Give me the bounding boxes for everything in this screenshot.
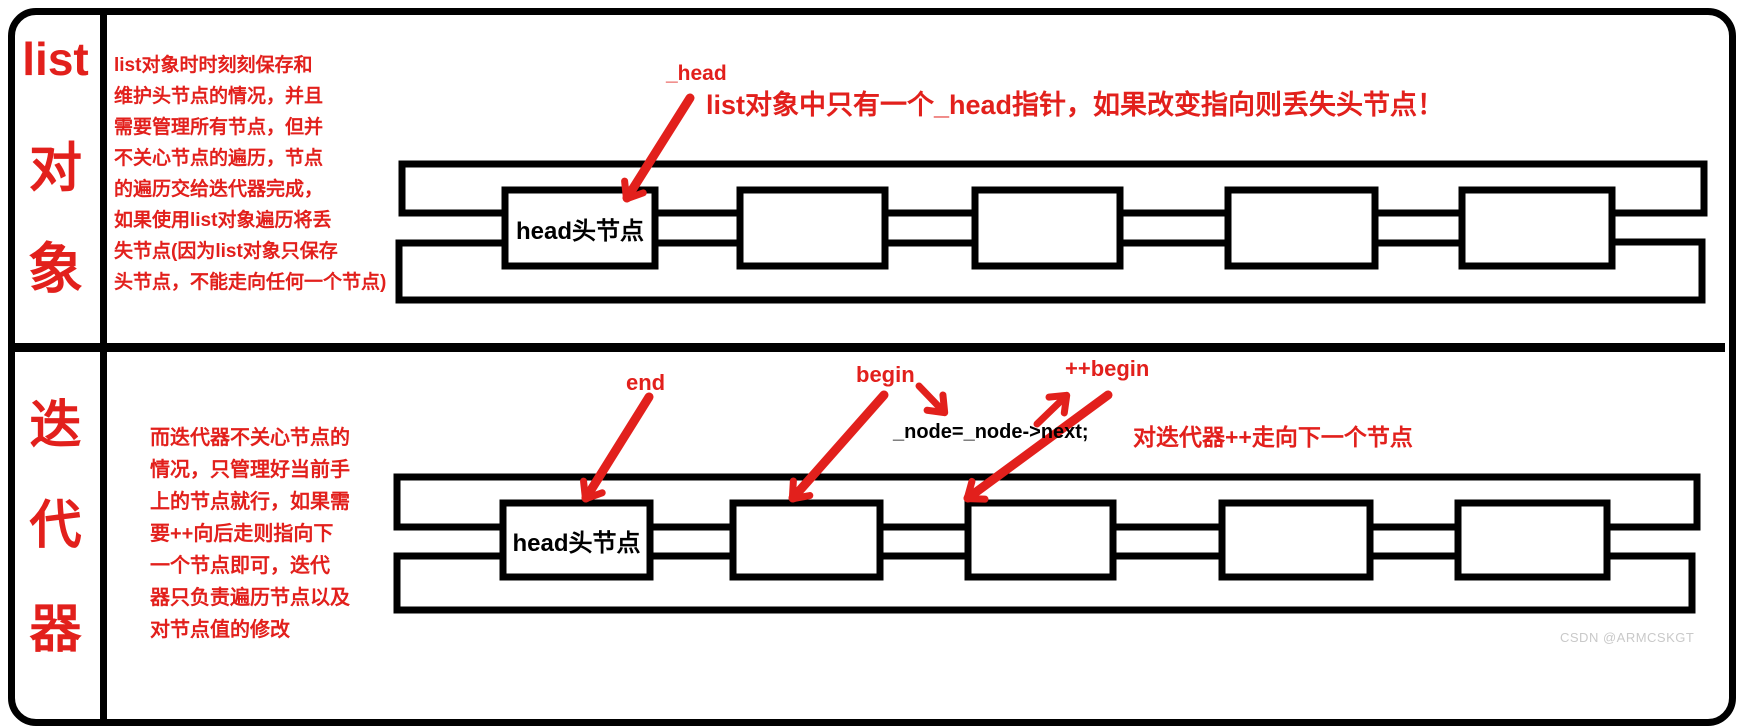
bottom-loop-lower-link	[393, 552, 1696, 614]
section1-label-char-2: 对	[29, 139, 82, 198]
paragraph-line: 器只负责遍历节点以及	[150, 587, 350, 609]
section2-label-char-2: 代	[29, 497, 82, 555]
top-node-box-3	[971, 186, 1124, 270]
top-node-boxes	[501, 186, 1616, 270]
code-to-ppbegin-arrow	[1033, 391, 1071, 428]
top-loop-upper-link	[398, 160, 1708, 217]
label-column-divider	[100, 8, 107, 719]
begin-to-code-arrow	[915, 382, 949, 417]
paragraph-line: 失节点(因为list对象只保存	[114, 241, 338, 262]
paragraph-line: list对象时时刻刻保存和	[114, 55, 313, 76]
top-loop-lower-link	[395, 238, 1706, 304]
bottom-node-boxes	[499, 499, 1611, 581]
top-head-node-box	[501, 186, 659, 270]
top-head-node-label: head头节点	[515, 217, 644, 245]
top-node-box-5	[1458, 186, 1616, 270]
watermark: CSDN @ARMCSKGT	[1560, 630, 1695, 645]
end-arrow	[580, 392, 654, 503]
pp-begin-label: ++begin	[1065, 356, 1150, 381]
section2-label-char-1: 迭	[29, 397, 82, 455]
pp-begin-arrow	[963, 390, 1113, 503]
bottom-node-box-4	[1218, 499, 1374, 581]
begin-label: begin	[856, 362, 915, 387]
iterator-diagram	[393, 473, 1701, 614]
bottom-node-links	[650, 523, 1458, 560]
bottom-node-box-5	[1454, 499, 1611, 581]
top-node-box-4	[1224, 186, 1379, 270]
iterator-note-text: 对迭代器++走向下一个节点	[1133, 424, 1413, 450]
section-divider	[8, 343, 1725, 352]
bottom-head-node-label: head头节点	[512, 529, 641, 557]
outer-frame	[8, 8, 1736, 726]
paragraph-line: 需要管理所有节点，但并	[114, 117, 324, 138]
top-node-links	[655, 209, 1462, 247]
iterator-description: 而迭代器不关心节点的 情况，只管理好当前手 上的节点就行，如果需 要++向后走则…	[150, 422, 350, 646]
paragraph-line: 维护头节点的情况，并且	[114, 86, 324, 107]
paragraph-line: 上的节点就行，如果需	[150, 491, 350, 513]
iterator-code-text: _node=_node->next;	[893, 421, 1089, 443]
head-pointer-arrow	[621, 93, 695, 203]
paragraph-line: 要++向后走则指向下	[150, 523, 334, 545]
paragraph-line: 不关心节点的遍历，节点	[114, 148, 324, 169]
red-arrows	[580, 93, 1113, 503]
paragraph-line: 如果使用list对象遍历将丢	[114, 210, 332, 231]
begin-arrow	[788, 390, 889, 503]
bottom-loop-upper-link	[393, 473, 1701, 531]
head-pointer-label: _head	[666, 62, 727, 85]
top-node-box-2	[736, 186, 889, 270]
paragraph-line: 对节点值的修改	[150, 619, 290, 641]
paragraph-line: 而迭代器不关心节点的	[150, 427, 350, 449]
bottom-node-box-3	[964, 499, 1117, 581]
section1-label-char-3: 象	[27, 238, 83, 300]
paragraph-line: 的遍历交给迭代器完成，	[114, 179, 324, 200]
paragraph-line: 情况，只管理好当前手	[150, 459, 350, 481]
paragraph-line: 一个节点即可，迭代	[150, 555, 330, 577]
section2-label-char-3: 器	[29, 601, 82, 659]
list-object-diagram	[395, 160, 1708, 304]
paragraph-line: 头节点，不能走向任何一个节点)	[114, 272, 387, 293]
bottom-head-node-box	[499, 499, 654, 581]
bottom-node-box-2	[729, 499, 884, 581]
section1-label-list: list	[22, 33, 89, 85]
list-object-description: list对象时时刻刻保存和 维护头节点的情况，并且 需要管理所有节点，但并 不关…	[114, 50, 386, 298]
section1-title: list对象中只有一个_head指针，如果改变指向则丢失头节点！	[706, 90, 1445, 120]
end-label: end	[626, 370, 666, 395]
